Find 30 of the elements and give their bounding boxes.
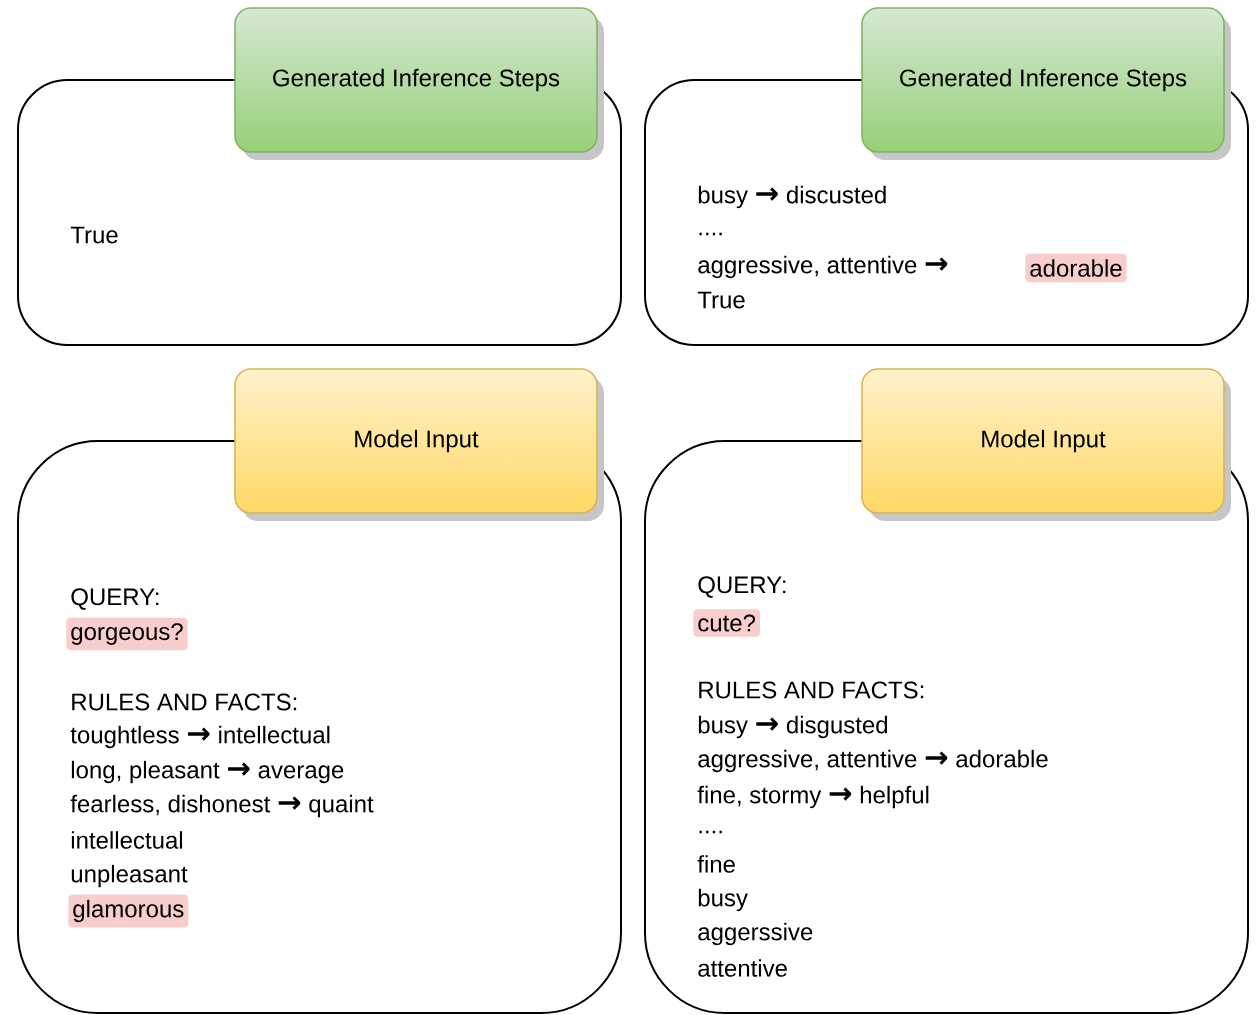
text-line: busy (698, 888, 748, 912)
text-line: unpleasant (71, 864, 188, 888)
text-line: fine, stormy → helpful (697, 785, 929, 809)
text-line: True (697, 291, 745, 309)
highlighted-word: glamorous (68, 894, 189, 928)
highlighted-word: adorable (1025, 253, 1127, 283)
highlighted-word: cute? (693, 609, 760, 637)
text-line: aggerssive (698, 922, 813, 946)
highlighted-word: gorgeous? (66, 617, 188, 651)
header-box: Model Input (861, 368, 1231, 521)
header-box: Generated Inference Steps (234, 7, 604, 160)
text-line: QUERY: (71, 588, 159, 610)
text-line: aggressive, attentive → adorable (698, 749, 1048, 773)
text-line: long, pleasant → average (71, 760, 344, 784)
text-line: RULES AND FACTS: (699, 681, 924, 699)
header-box: Generated Inference Steps (861, 7, 1231, 160)
text-line: QUERY: (698, 576, 786, 598)
text-line: fine (697, 855, 735, 873)
text-line: attentive (698, 959, 787, 977)
text-line: toughtless → intellectual (70, 725, 330, 749)
text-line: .... (699, 830, 722, 834)
text-line: .... (699, 232, 722, 236)
text-line: True (70, 226, 118, 244)
text-line: fearless, dishonest → quaint (70, 794, 374, 818)
header-box: Model Input (234, 368, 604, 521)
text-line: busy → discusted (698, 185, 886, 209)
text-line: busy → disgusted (698, 715, 888, 739)
text-line: aggressive, attentive → (698, 255, 948, 279)
text-line: intellectual (71, 831, 183, 849)
text-line: RULES AND FACTS: (72, 693, 297, 711)
